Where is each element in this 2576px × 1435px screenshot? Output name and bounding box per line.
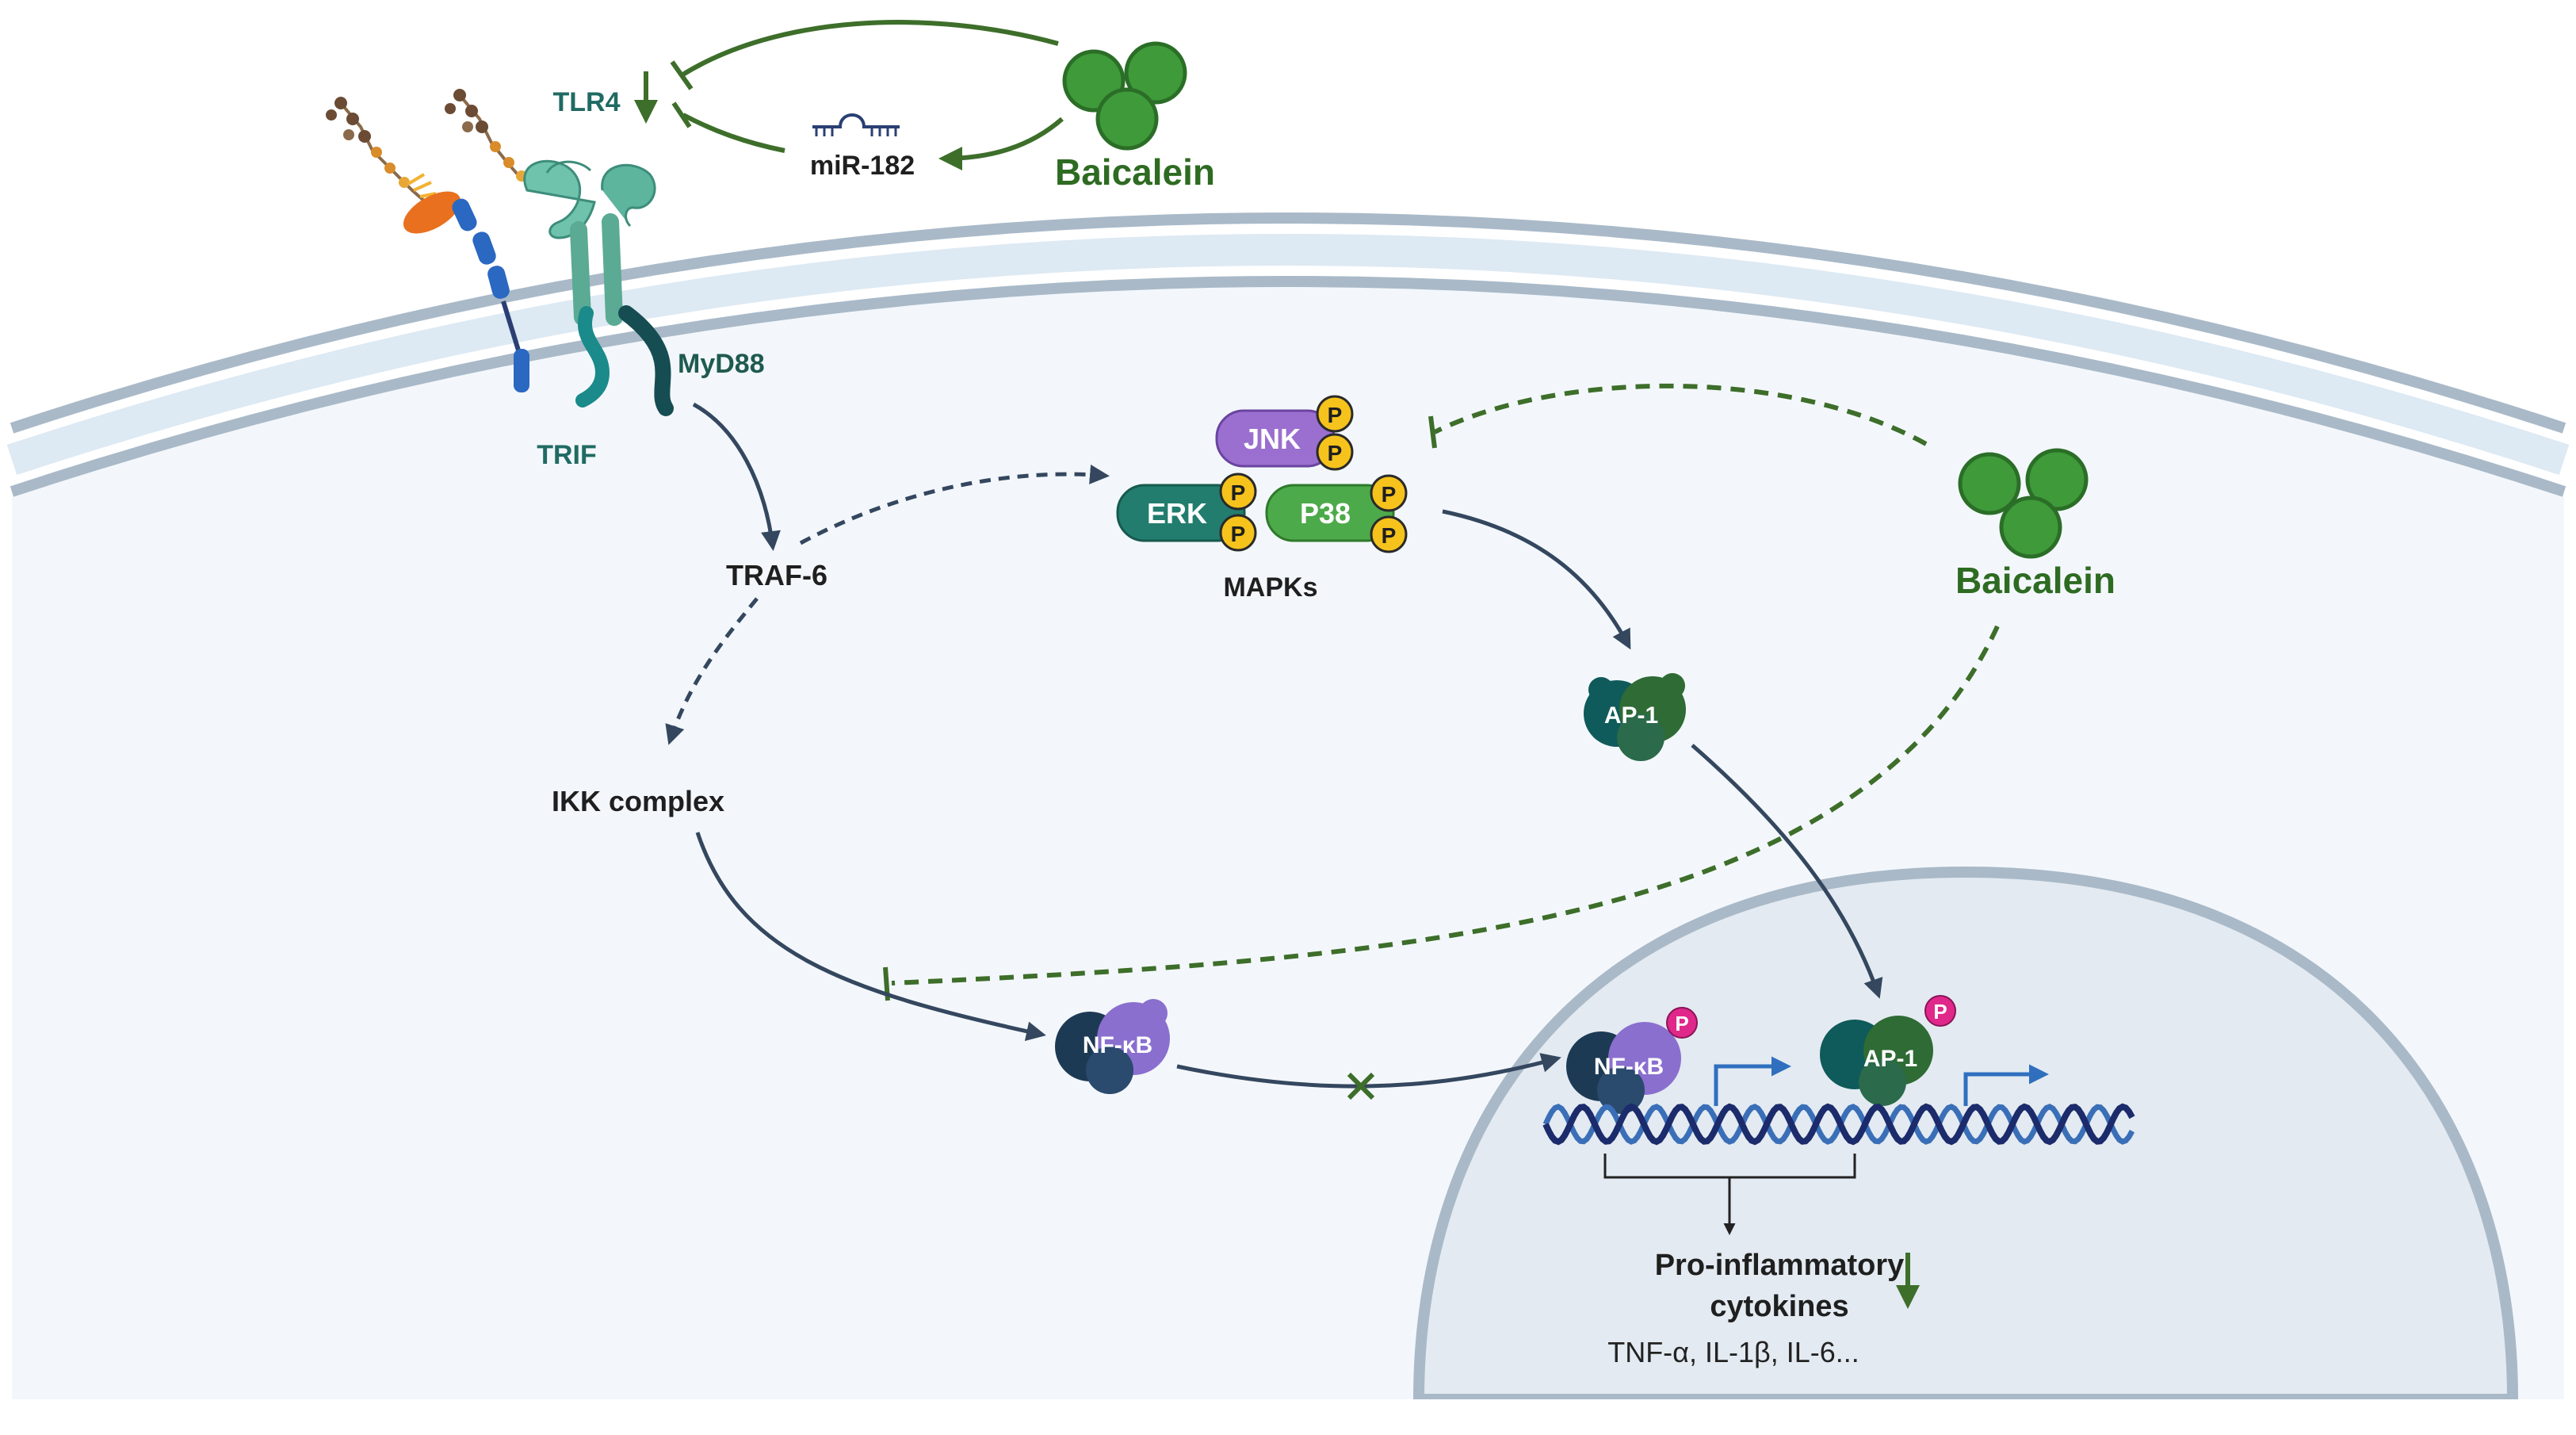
cell-membrane-outer <box>10 212 2566 434</box>
phospho-badge: P <box>1316 395 1354 433</box>
cell-membrane-core <box>6 234 2570 475</box>
svg-text:P: P <box>1382 482 1397 507</box>
nfkb-translocation-arrow <box>1176 1053 1561 1089</box>
transcription-start-arrow-icon <box>1963 1064 2049 1106</box>
phospho-badge: P <box>1219 473 1257 511</box>
tlr4-md2-lps-complex <box>326 89 674 416</box>
md2-protein-icon <box>403 191 461 234</box>
tlr4-label: TLR4 <box>553 87 621 117</box>
traf6-to-ikk-arrow <box>665 597 759 745</box>
p38-label: P38 <box>1300 497 1351 530</box>
phospho-badge: P <box>1370 474 1408 512</box>
phospho-badge: P <box>1666 1007 1698 1039</box>
cell-membrane-inner <box>10 276 2566 497</box>
protein-complex-icon <box>1820 1016 1933 1106</box>
baicalein-inhibits-mapks-line <box>1433 383 1928 446</box>
svg-text:P: P <box>1933 1000 1947 1024</box>
p38-protein <box>1265 484 1395 542</box>
myd88-label: MyD88 <box>678 349 765 379</box>
baicalein-molecule-icon <box>1062 41 1187 151</box>
baicalein-inhibits-tlr4-line <box>680 20 1059 78</box>
cytokines-list: TNF-α, IL-1β, IL-6... <box>1607 1336 1859 1368</box>
mirna-hairpin-icon <box>812 113 900 136</box>
phospho-badge: P <box>1316 433 1354 471</box>
erk-protein <box>1116 484 1246 542</box>
baicalein-label-top: Baicalein <box>1055 151 1215 193</box>
svg-text:P: P <box>1231 480 1246 505</box>
ikk-complex-label: IKK complex <box>552 785 724 817</box>
svg-text:P: P <box>1328 441 1343 465</box>
mir182-label: miR-182 <box>810 151 915 181</box>
ap1-to-nucleus-arrow <box>1691 744 1883 999</box>
baicalein-inhibits-nfkb-line <box>891 625 2000 985</box>
traf6-to-mapks-arrow <box>799 464 1110 545</box>
jnk-label: JNK <box>1244 423 1301 455</box>
protein-complex-icon <box>1566 1022 1681 1114</box>
ap1-cytoplasm-label: AP-1 <box>1604 702 1658 729</box>
trif-label: TRIF <box>537 440 597 470</box>
ap1-nucleus-label: AP-1 <box>1863 1046 1917 1072</box>
phospho-badge: P <box>1219 514 1257 552</box>
cytokines-title-line2: cytokines <box>1710 1290 1848 1323</box>
mapk-cluster: JNK ERK P38 P P P P P P MAPKs <box>1116 395 1408 603</box>
phospho-badge: P <box>1924 995 1956 1027</box>
mir182-inhibits-tlr4-line <box>682 113 785 153</box>
nfkb-nucleus-label: NF-κB <box>1594 1054 1664 1080</box>
baicalein-molecule-icon <box>1958 448 2089 559</box>
svg-text:P: P <box>1675 1012 1688 1035</box>
baicalein-upregulates-mir182-arrow <box>938 117 1064 170</box>
mapks-label: MAPKs <box>1223 572 1317 603</box>
cell <box>6 212 2570 1399</box>
myd88-to-traf6-arrow <box>692 402 781 551</box>
svg-text:P: P <box>1328 403 1343 427</box>
cytokines-title-line1: Pro-inflammatory <box>1655 1249 1905 1282</box>
mapks-to-ap1-arrow <box>1442 509 1631 650</box>
traf6-label: TRAF-6 <box>726 559 827 591</box>
phospho-badge: P <box>1370 515 1408 553</box>
receptor-chain-blue <box>452 198 529 392</box>
inhibition-bar <box>1428 415 1437 449</box>
dna-helix-icon <box>1542 1103 2135 1146</box>
block-cross-icon <box>1347 1072 1375 1100</box>
ikk-to-nfkb-arrow <box>695 832 1046 1042</box>
protein-complex-icon <box>1055 999 1170 1094</box>
tlr4-receptor-icon <box>523 159 674 416</box>
transcription-start-arrow-icon <box>1714 1056 1791 1106</box>
nucleus <box>1412 866 2519 1399</box>
lps-icon <box>326 97 437 209</box>
svg-text:P: P <box>1231 522 1246 546</box>
erk-label: ERK <box>1147 497 1207 530</box>
nfkb-cytoplasm-label: NF-κB <box>1083 1032 1152 1058</box>
protein-complex-icon <box>1584 673 1686 761</box>
inhibition-bar <box>670 60 694 90</box>
inhibition-bar <box>671 101 692 128</box>
baicalein-label-right: Baicalein <box>1955 560 2115 601</box>
svg-text:P: P <box>1382 523 1397 548</box>
